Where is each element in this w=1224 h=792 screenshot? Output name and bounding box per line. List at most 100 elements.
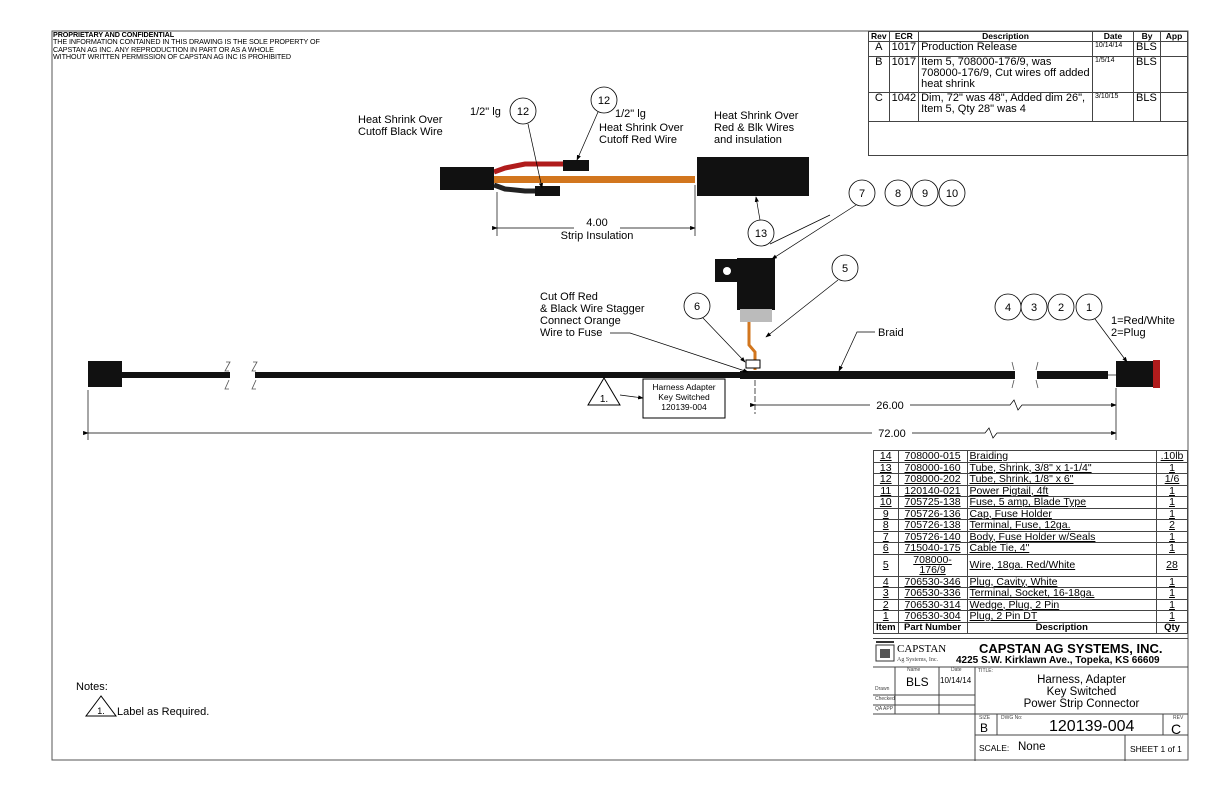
proprietary-line: WITHOUT WRITTEN PERMISSION OF CAPSTAN AG…: [53, 52, 291, 62]
col-header: ECR: [888, 31, 920, 42]
drawn-date: 10/14/14: [940, 676, 972, 685]
note-text: 1/2" lg: [470, 106, 501, 118]
by: BLS: [1133, 92, 1161, 122]
balloon-12: 12: [517, 106, 529, 118]
app: [1160, 92, 1188, 122]
bom-qty: 1: [1156, 496, 1188, 509]
title-line: Power Strip Connector: [1023, 698, 1140, 710]
bom-part-number: 706530-304: [897, 610, 968, 623]
bom-qty: 1: [1156, 587, 1188, 600]
capstan-logo-icon: [875, 641, 895, 662]
bom-item: 10: [873, 496, 899, 509]
bom-part-number: 705726-136: [897, 507, 968, 520]
balloon-12: 12: [598, 95, 610, 107]
notes-title: Notes:: [76, 681, 108, 693]
bom-item: 6: [873, 542, 899, 555]
note-triangle: 1.: [97, 706, 105, 716]
bom-description: Terminal, Socket, 16-18ga.: [966, 587, 1158, 600]
heat-shrink-large: [697, 157, 809, 196]
size-value: B: [980, 721, 989, 735]
label-text: Harness Adapter: [652, 382, 715, 392]
left-connector: [88, 361, 122, 387]
note-text: Cutoff Black Wire: [358, 126, 443, 138]
bom-qty: 1: [1156, 610, 1188, 623]
note-text: Heat Shrink Over: [358, 114, 443, 126]
break-symbol: [224, 361, 258, 390]
bom-description: Fuse, 5 amp, Blade Type: [966, 496, 1158, 509]
bom-qty: 1/6: [1156, 473, 1188, 486]
note-text: Connect Orange: [540, 315, 621, 327]
col-header: Description: [918, 31, 1093, 42]
bom-item: 4: [873, 575, 899, 588]
note-text: Label as Required.: [117, 706, 209, 718]
scale-value: None: [1018, 741, 1046, 753]
date-label: Date: [951, 667, 962, 673]
rev: A: [868, 41, 890, 57]
bom-description: Wire, 18ga. Red/White: [966, 553, 1158, 577]
bom-part-number: 706530-314: [897, 598, 968, 611]
bom-item: 13: [873, 461, 899, 474]
col-header: By: [1133, 31, 1161, 42]
balloon-9: 9: [922, 188, 928, 200]
cable: [255, 372, 1015, 378]
pin-note: 1=Red/White: [1111, 315, 1175, 327]
detail-view: Heat Shrink Over Cutoff Black Wire 1/2" …: [358, 106, 831, 245]
scale-label: SCALE:: [979, 743, 1010, 753]
dimension-4: 4.00: [586, 217, 607, 229]
drawing-number: 120139-004: [1049, 718, 1135, 735]
bom-qty: .10lb: [1156, 450, 1188, 463]
bom-part-number: 708000-176/9: [897, 553, 968, 577]
bom-item: 5: [873, 553, 899, 577]
balloon-4: 4: [1005, 302, 1011, 314]
bom-qty: 1: [1156, 575, 1188, 588]
braid: [740, 371, 1015, 379]
balloon-5: 5: [842, 263, 848, 275]
bom-description: Wedge, Plug, 2 Pin: [966, 598, 1158, 611]
sheet-border: [51, 30, 1189, 761]
bom-part-number: 708000-015: [897, 450, 968, 463]
dimension-26: 26.00: [876, 400, 904, 412]
qa-label: QA APP: [875, 706, 894, 712]
bom-qty: 1: [1156, 598, 1188, 611]
main-harness: Cut Off Red & Black Wire Stagger Connect…: [83, 204, 1175, 440]
col-header: Date: [1092, 31, 1134, 42]
balloon-8: 8: [895, 188, 901, 200]
balloon-3: 3: [1031, 302, 1037, 314]
company-address: 4225 S.W. Kirklawn Ave., Topeka, KS 6660…: [956, 655, 1160, 666]
title-line: Key Switched: [1046, 686, 1117, 698]
bom-part-number: 120140-021: [897, 484, 968, 497]
cable-sheath: [440, 167, 494, 190]
bom-description: Tube, Shrink, 3/8" x 1-1/4": [966, 461, 1158, 474]
bom-item: 2: [873, 598, 899, 611]
app: [1160, 56, 1188, 93]
bom-part-number: 705725-138: [897, 496, 968, 509]
col-header: Item: [873, 621, 899, 634]
heat-shrink-red: [563, 160, 589, 171]
bom-part-number: 708000-160: [897, 461, 968, 474]
balloon-10: 10: [946, 188, 958, 200]
date: 3/10/15: [1092, 92, 1134, 122]
bom-item: 12: [873, 473, 899, 486]
dwg-label: DWG No:: [1001, 715, 1023, 721]
note-text: Heat Shrink Over: [599, 122, 684, 134]
sheet-number: SHEET 1 of 1: [1130, 744, 1182, 754]
connector-seal: [1153, 360, 1160, 388]
proprietary-line: CAPSTAN AG INC. ANY REPRODUCTION IN PART…: [53, 44, 274, 54]
desc: Production Release: [918, 41, 1093, 57]
note-text: & Black Wire Stagger: [540, 303, 645, 315]
proprietary-notice: PROPRIETARY AND CONFIDENTIAL THE INFORMA…: [53, 31, 320, 61]
title-label: TITLE:: [978, 668, 994, 674]
bom-qty: 1: [1156, 484, 1188, 497]
note-text: Cutoff Red Wire: [599, 134, 677, 146]
